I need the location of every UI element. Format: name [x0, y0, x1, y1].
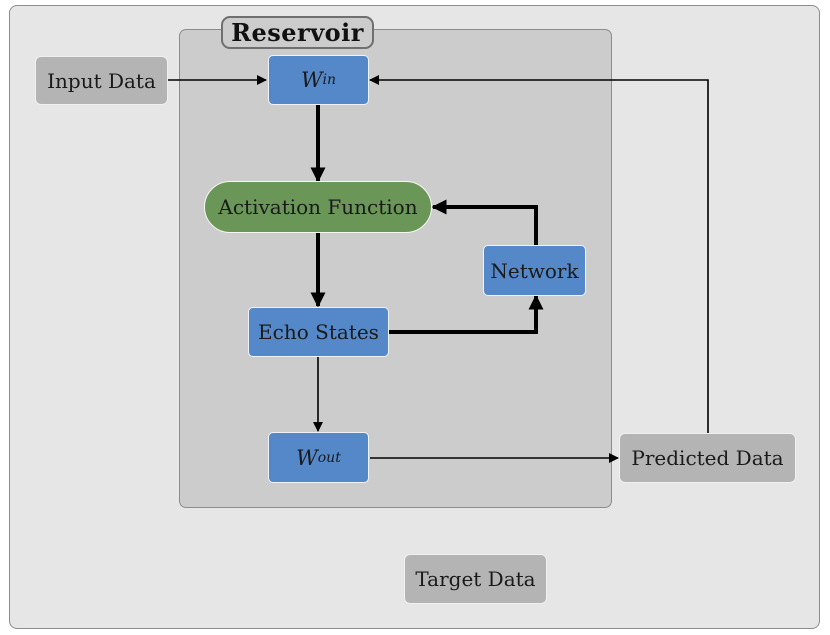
input-data-label: Input Data [47, 68, 156, 93]
network-node: Network [483, 245, 586, 296]
network-label: Network [490, 258, 579, 283]
w-in-symbol: W [300, 68, 323, 92]
echo-states-label: Echo States [258, 320, 379, 344]
predicted-data-label: Predicted Data [631, 446, 784, 470]
target-data-label: Target Data [415, 567, 536, 591]
echo-states-node: Echo States [248, 307, 389, 357]
edge-predicted-to-win [369, 75, 709, 433]
reservoir-title: Reservoir [221, 16, 374, 49]
edge-network-to-activation [431, 199, 538, 245]
w-out-subscript: out [317, 449, 341, 466]
w-out-symbol: W [296, 445, 318, 470]
activation-function-label: Activation Function [218, 195, 418, 219]
target-data-node: Target Data [404, 554, 547, 604]
predicted-data-node: Predicted Data [619, 433, 796, 483]
w-in-subscript: in [322, 72, 337, 88]
activation-function-node: Activation Function [204, 181, 432, 233]
input-data-node: Input Data [35, 56, 168, 105]
edge-echo-to-network [389, 294, 544, 334]
